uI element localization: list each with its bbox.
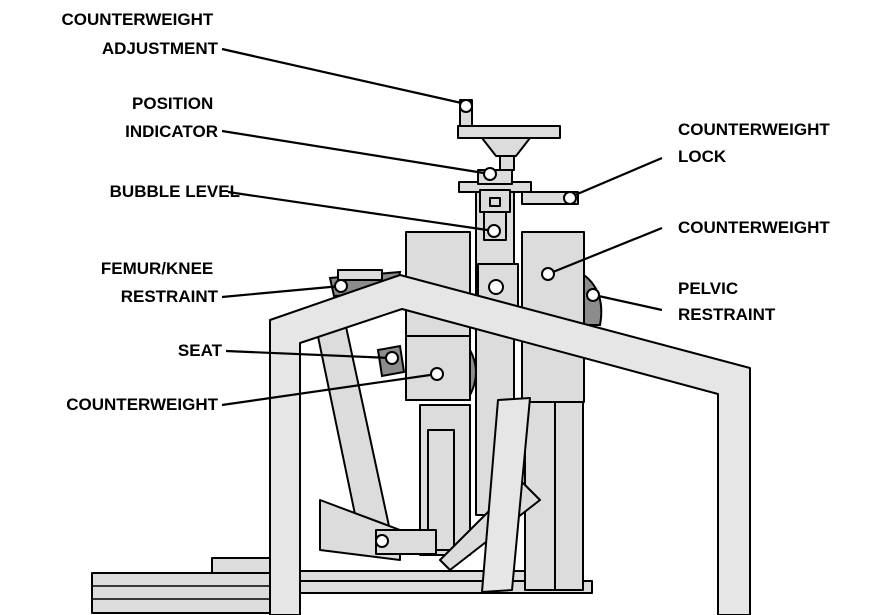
leader-lines [221,47,663,407]
label-counterweight-adjustment: COUNTERWEIGHT ADJUSTMENT [62,10,219,58]
base-rails [91,557,593,614]
adjustment-wheel [457,99,561,171]
label-pelvic-restraint: PELVIC RESTRAINT [678,279,776,324]
label-counterweight-lock: COUNTERWEIGHT LOCK [678,120,834,166]
label-counterweight-lower: COUNTERWEIGHT [66,395,218,414]
callout-dots [334,99,600,381]
seat-assembly [376,335,477,401]
label-seat: SEAT [178,341,223,360]
label-counterweight-right: COUNTERWEIGHT [678,218,830,237]
label-position-indicator: POSITION INDICATOR [125,94,218,141]
label-femur-knee-restraint: FEMUR/KNEE RESTRAINT [101,259,219,306]
label-bubble-level: BUBBLE LEVEL [110,182,240,201]
main-frame [269,274,751,615]
